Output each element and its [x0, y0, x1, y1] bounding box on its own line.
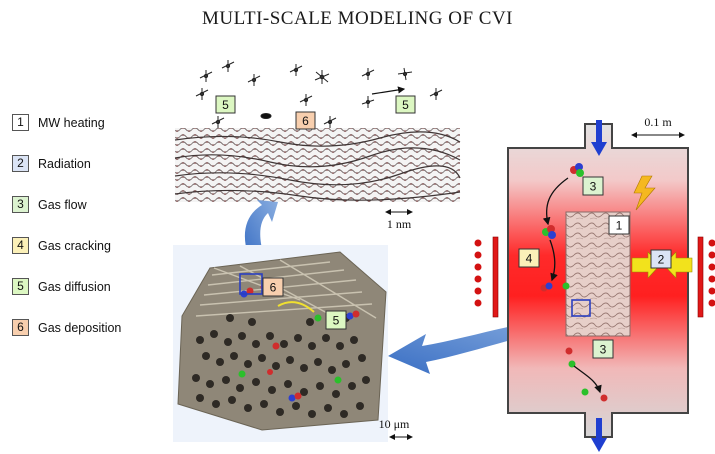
callout-label-6: 6	[302, 114, 309, 128]
zoom-region-box	[239, 273, 263, 295]
callout-label-3: 3	[600, 343, 607, 357]
molecule	[397, 67, 413, 81]
legend-item-gas-flow: 3 Gas flow	[12, 194, 121, 215]
lattice-layer	[174, 131, 461, 147]
callout-label-4: 4	[526, 252, 533, 266]
deposited-atom	[260, 113, 272, 119]
legend-item-gas-cracking: 4 Gas cracking	[12, 235, 121, 256]
legend-number-2: 2	[12, 155, 29, 172]
diagram-title: MULTI-SCALE MODELING OF CVI	[202, 8, 513, 29]
callout-box-6	[262, 277, 284, 297]
callout-box-2	[650, 249, 672, 269]
fiber-scale-panel: 6 5 10 μm	[173, 245, 413, 442]
outlet-arrow	[591, 418, 607, 452]
atomic-scale-panel: 5 6 5 1 nm	[174, 60, 461, 231]
callout-label-5: 5	[402, 98, 409, 112]
molecule	[247, 74, 261, 86]
molecule	[299, 94, 313, 106]
flow-arrow-top	[542, 177, 569, 226]
legend-label-gas-flow: Gas flow	[38, 197, 87, 212]
preform-zoom-box	[571, 299, 591, 317]
callout-label-3: 3	[590, 180, 597, 194]
legend-number-4: 4	[12, 237, 29, 254]
right-heater	[697, 236, 715, 318]
legend-item-mw-heating: 1 MW heating	[12, 112, 121, 133]
molecule	[211, 116, 225, 128]
lattice-layer	[174, 189, 461, 201]
diffusion-arrow	[371, 86, 406, 95]
callout-label-5: 5	[222, 98, 229, 112]
scale-label-um: 10 μm	[379, 417, 410, 431]
callout-label-2: 2	[658, 253, 665, 267]
legend-label-radiation: Radiation	[38, 156, 91, 171]
lattice-layer	[174, 147, 461, 168]
fiber-cross-sections	[192, 314, 370, 418]
callout-box-5	[215, 95, 236, 114]
legend-number-5: 5	[12, 278, 29, 295]
molecule	[199, 70, 213, 82]
legend-number-6: 6	[12, 319, 29, 336]
gas-molecules	[195, 60, 443, 128]
molecule	[429, 88, 443, 100]
legend-label-gas-deposition: Gas deposition	[38, 320, 122, 335]
molecule	[361, 96, 375, 108]
molecule	[289, 64, 303, 76]
legend-item-radiation: 2 Radiation	[12, 153, 121, 174]
legend-number-3: 3	[12, 196, 29, 213]
molecule	[221, 60, 235, 72]
callout-box-5	[395, 95, 416, 114]
legend-label-gas-diffusion: Gas diffusion	[38, 279, 111, 294]
callout-label-1: 1	[616, 219, 623, 233]
legend-item-gas-diffusion: 5 Gas diffusion	[12, 276, 121, 297]
inlet-arrow	[591, 120, 607, 156]
diffusion-path	[277, 301, 315, 313]
scale-label-m: 0.1 m	[644, 115, 672, 129]
callout-label-6: 6	[270, 281, 277, 295]
reactor-species	[540, 163, 608, 402]
lightning-icon	[633, 175, 656, 211]
callout-label-5: 5	[333, 314, 340, 328]
callout-box-4	[518, 248, 540, 268]
legend-item-gas-deposition: 6 Gas deposition	[12, 317, 121, 338]
flow-arrow-bottom	[573, 365, 602, 394]
molecule	[361, 68, 375, 80]
molecule	[195, 88, 209, 100]
callout-box-3	[592, 339, 614, 359]
molecule	[323, 116, 337, 128]
cracking-arrow	[549, 239, 558, 282]
carbon-lattice	[175, 128, 460, 202]
left-heater	[474, 236, 499, 318]
callout-box-5	[325, 310, 347, 330]
lattice-layer	[174, 165, 461, 186]
reactor-panel: 0.1 m 1 2 3 4 3	[474, 115, 715, 452]
legend: 1 MW heating 2 Radiation 3 Gas flow 4 Ga…	[12, 112, 121, 358]
scale-label-nm: 1 nm	[387, 217, 412, 231]
callout-box-1	[608, 215, 630, 235]
molecule	[314, 70, 330, 84]
legend-label-mw-heating: MW heating	[38, 115, 105, 130]
callout-box-6	[295, 111, 316, 130]
legend-label-gas-cracking: Gas cracking	[38, 238, 111, 253]
callout-box-3	[582, 176, 604, 196]
legend-number-1: 1	[12, 114, 29, 131]
